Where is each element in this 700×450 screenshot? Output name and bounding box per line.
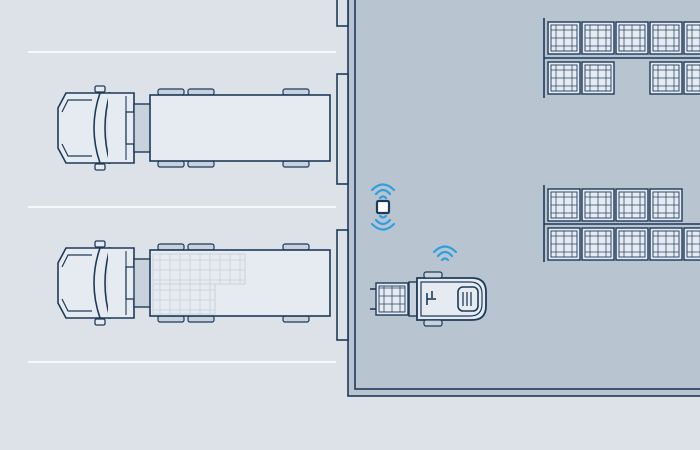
dock-door: [336, 0, 349, 27]
dock-door: [336, 229, 349, 341]
forklift-icon: [370, 245, 487, 327]
storage-rack-icon: [543, 18, 700, 262]
pallet-icon: [152, 253, 246, 285]
tracking-beacon-icon: [370, 183, 396, 231]
dock-door: [336, 73, 349, 185]
dock-doors: [336, 0, 349, 341]
pallet-icon: [152, 283, 216, 315]
truck-icon: [57, 85, 331, 171]
lane-markings: [28, 51, 336, 363]
truck-icon: [57, 240, 331, 326]
